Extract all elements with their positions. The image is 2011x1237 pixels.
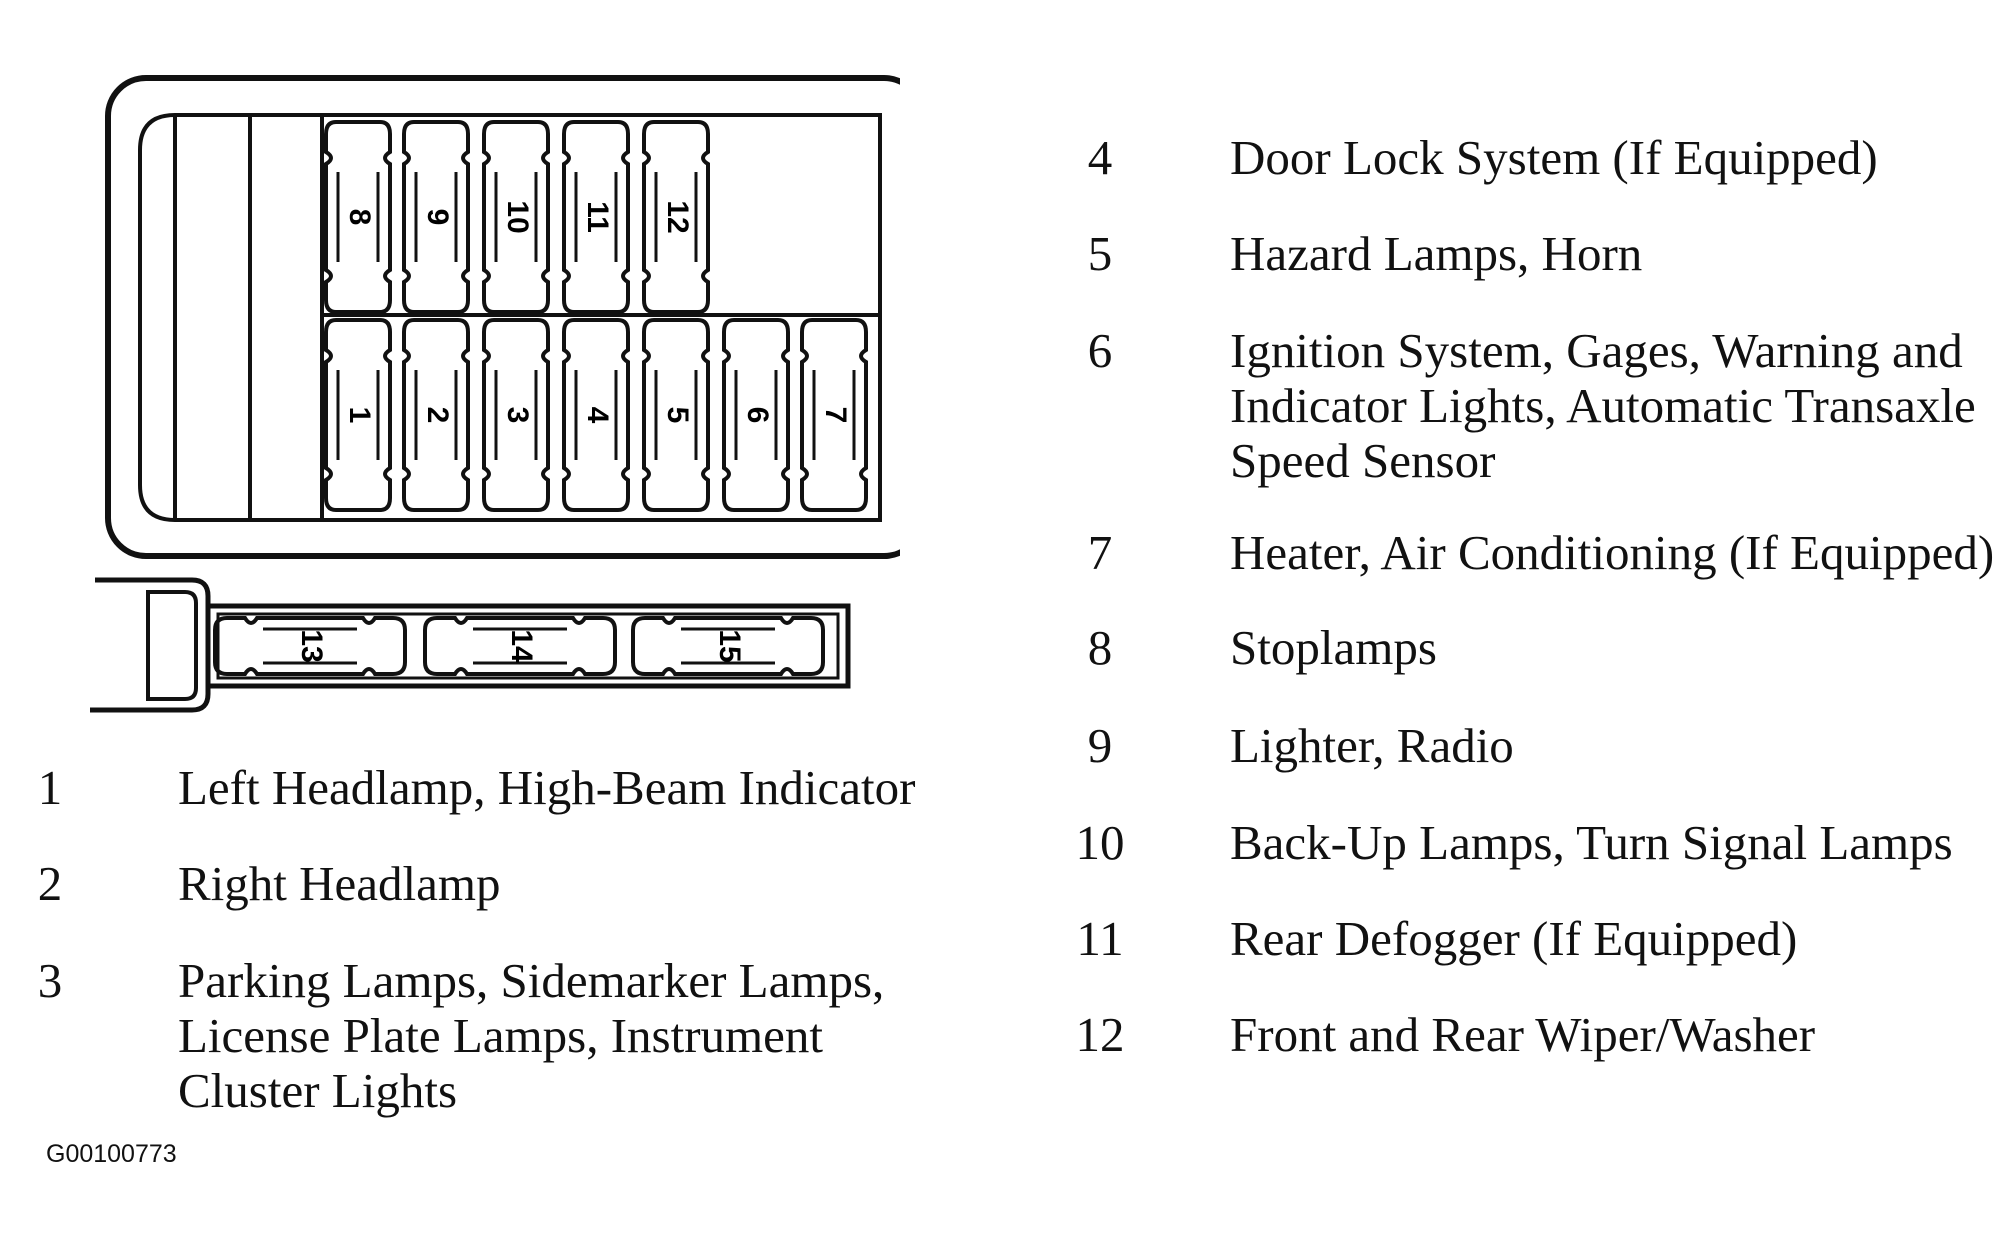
- legend-description-line: Indicator Lights, Automatic Transaxle: [1230, 378, 1976, 433]
- legend-description-line: Back-Up Lamps, Turn Signal Lamps: [1230, 815, 1953, 870]
- legend-description-line: Lighter, Radio: [1230, 718, 1514, 773]
- fuse-strip-bracket: [146, 590, 198, 701]
- legend-description-line: License Plate Lamps, Instrument: [178, 1008, 823, 1063]
- fuse-label-11: 11: [581, 201, 614, 233]
- fuse-label-9: 9: [421, 209, 454, 226]
- fuse-block-outer: [105, 75, 900, 559]
- legend-number: 2: [37, 856, 63, 911]
- fuse-5: 5: [642, 318, 710, 512]
- fuse-10: 10: [482, 120, 550, 314]
- fuse-label-1: 1: [343, 407, 376, 424]
- fuse-label-10: 10: [501, 200, 534, 233]
- legend-description: Door Lock System (If Equipped): [1230, 130, 1878, 185]
- legend-description: Parking Lamps, Sidemarker Lamps,License …: [178, 953, 884, 1118]
- fuse-label-4: 4: [581, 407, 614, 424]
- legend-description-line: Speed Sensor: [1230, 433, 1496, 488]
- legend-description: Right Headlamp: [178, 856, 501, 911]
- fuse-label-13: 13: [295, 629, 328, 662]
- legend-description-line: Left Headlamp, High-Beam Indicator: [178, 760, 916, 815]
- fuse-9: 9: [402, 120, 470, 314]
- legend-number: 3: [37, 953, 63, 1008]
- legend-description-line: Front and Rear Wiper/Washer: [1230, 1007, 1816, 1062]
- legend-description-line: Ignition System, Gages, Warning and: [1230, 323, 1963, 378]
- fuse-label-2: 2: [421, 407, 454, 424]
- fuse-label-6: 6: [741, 407, 774, 424]
- fuse-label-12: 12: [661, 200, 694, 233]
- legend-number: 12: [1075, 1007, 1125, 1062]
- legend-description-line: Door Lock System (If Equipped): [1230, 130, 1878, 185]
- fuse-11: 11: [562, 120, 630, 314]
- legend-number: 11: [1076, 911, 1124, 966]
- legend-description: Heater, Air Conditioning (If Equipped): [1230, 525, 1994, 580]
- legend-number: 1: [37, 760, 63, 815]
- fuse-4: 4: [562, 318, 630, 512]
- fuse-label-14: 14: [505, 629, 538, 663]
- figure-id: G00100773: [46, 1140, 177, 1168]
- legend-number: 4: [1087, 130, 1113, 185]
- legend-description-line: Rear Defogger (If Equipped): [1230, 911, 1798, 966]
- legend-number: 9: [1087, 718, 1113, 773]
- legend-description: Hazard Lamps, Horn: [1230, 226, 1642, 281]
- legend-description-line: Stoplamps: [1230, 620, 1437, 675]
- fuse-1: 1: [324, 318, 392, 512]
- fuse-label-8: 8: [343, 209, 376, 226]
- legend-description-line: Cluster Lights: [178, 1063, 458, 1118]
- fuse-15: 15: [631, 616, 825, 676]
- legend-description: Front and Rear Wiper/Washer: [1230, 1007, 1815, 1062]
- fuse-2: 2: [402, 318, 470, 512]
- fuse-12: 12: [642, 120, 710, 314]
- legend-description-line: Heater, Air Conditioning (If Equipped): [1230, 525, 1995, 580]
- legend-description-line: Right Headlamp: [178, 856, 501, 911]
- fuse-label-15: 15: [713, 629, 746, 662]
- fuse-label-7: 7: [819, 407, 852, 424]
- legend-description: Back-Up Lamps, Turn Signal Lamps: [1230, 815, 1953, 870]
- fuse-6: 6: [722, 318, 790, 512]
- legend-number: 6: [1087, 323, 1113, 378]
- legend-number: 7: [1087, 525, 1113, 580]
- fuse-3: 3: [482, 318, 550, 512]
- fuse-strip-inner: [216, 612, 840, 680]
- legend-number: 5: [1087, 226, 1113, 281]
- fuse-13: 13: [213, 616, 407, 676]
- legend-description-line: Parking Lamps, Sidemarker Lamps,: [178, 953, 885, 1008]
- fuse-strip: [205, 603, 851, 689]
- fuse-14: 14: [423, 616, 617, 676]
- legend-number: 10: [1075, 815, 1125, 870]
- fuse-8: 8: [324, 120, 392, 314]
- legend-description: Stoplamps: [1230, 620, 1437, 675]
- legend-description: Lighter, Radio: [1230, 718, 1514, 773]
- fuse-label-5: 5: [661, 407, 694, 424]
- legend-number: 8: [1087, 620, 1113, 675]
- legend-description: Left Headlamp, High-Beam Indicator: [178, 760, 915, 815]
- legend-description: Rear Defogger (If Equipped): [1230, 911, 1797, 966]
- fuse-label-3: 3: [501, 407, 534, 424]
- fuse-7: 7: [800, 318, 868, 512]
- legend-description-line: Hazard Lamps, Horn: [1230, 226, 1643, 281]
